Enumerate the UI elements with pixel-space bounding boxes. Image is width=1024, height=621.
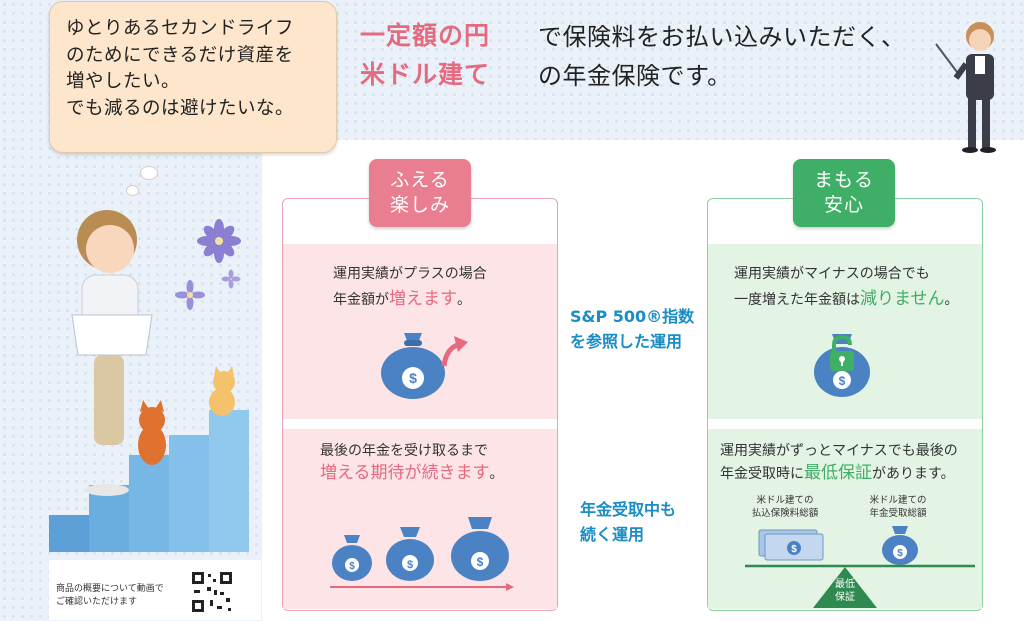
presenter-icon xyxy=(935,22,996,153)
thought-bubble: ゆとりあるセカンドライフ のためにできるだけ資産を 増やしたい。 でも減るのは避… xyxy=(49,1,337,153)
svg-text:$: $ xyxy=(897,548,903,559)
text-fragment: 年金受取時に xyxy=(720,466,804,482)
qr-caption: 商品の概要について動画で ご確認いただけます xyxy=(56,583,164,609)
lock-icon xyxy=(830,334,854,371)
scale-left-line1: 米ドル建ての xyxy=(756,495,814,506)
balance-scale-illustration: $ $ xyxy=(745,526,975,608)
stairs-illustration xyxy=(49,410,249,552)
cat-icon xyxy=(209,366,235,416)
fulcrum-line2: 保証 xyxy=(835,592,855,603)
fulcrum-label: 最低 保証 xyxy=(830,578,860,604)
bubble-line: でも減るのは避けたいな。 xyxy=(66,97,295,119)
increase-tag: ふえる 楽しみ xyxy=(369,159,471,227)
continuing-label-line1: 年金受取中も xyxy=(580,500,677,519)
thought-dot xyxy=(140,166,158,180)
increase-text-line2: 年金額が増えます。 xyxy=(333,288,471,311)
index-label-line2: を参照した運用 xyxy=(570,332,683,351)
headline-pink-line2: 米ドル建て xyxy=(360,60,491,89)
protect-tag-line2: 安心 xyxy=(823,194,864,216)
qr-caption-line2: ご確認いただけます xyxy=(56,597,138,607)
woman-icon xyxy=(71,210,153,496)
continuing-label-line2: 続く運用 xyxy=(580,525,645,544)
up-arrow-icon xyxy=(441,336,468,367)
protect-text-line1: 運用実績がマイナスの場合でも xyxy=(734,266,930,282)
scale-left-line2: 払込保険料総額 xyxy=(751,508,819,519)
flower-icon xyxy=(221,269,241,289)
svg-text:$: $ xyxy=(791,544,797,555)
bubble-line: のためにできるだけ資産を xyxy=(66,44,294,66)
headline-text-line1: で保険料をお払い込みいただく、 xyxy=(538,23,906,51)
increase-text-line1: 運用実績がプラスの場合 xyxy=(333,266,487,282)
headline-text: で保険料をお払い込みいただく、 の年金保険です。 xyxy=(538,18,906,96)
money-bag-icon: $ xyxy=(451,517,509,581)
fulcrum-line1: 最低 xyxy=(835,579,855,590)
emphasis-text: 増える期待が続きます xyxy=(320,463,490,483)
svg-text:$: $ xyxy=(477,555,484,569)
growing-bags-illustration: $ $ $ xyxy=(330,517,514,591)
protect-text-line2: 一度増えた年金額は減りません。 xyxy=(734,288,959,311)
text-fragment: があります。 xyxy=(872,466,955,482)
qr-code-icon[interactable] xyxy=(190,570,234,614)
svg-text:$: $ xyxy=(407,559,413,571)
svg-text:$: $ xyxy=(349,561,355,572)
index-label-line1: S&P 500®指数 xyxy=(570,307,695,326)
text-fragment: 。 xyxy=(489,466,504,482)
increase-tag-line1: ふえる xyxy=(390,169,450,191)
scale-right-label: 米ドル建ての 年金受取総額 xyxy=(858,494,938,520)
continuing-label: 年金受取中も 続く運用 xyxy=(580,497,676,547)
money-bag-icon: $ xyxy=(381,333,445,399)
text-fragment: 一度増えた年金額は xyxy=(734,292,860,308)
emphasis-text: 最低保証 xyxy=(804,463,872,483)
money-bag-icon: $ xyxy=(882,526,918,565)
emphasis-text: 増えます xyxy=(389,289,457,309)
bubble-line: 増やしたい。 xyxy=(66,71,181,92)
protect-panel xyxy=(707,198,983,611)
flower-icon xyxy=(175,280,205,310)
svg-text:$: $ xyxy=(409,370,417,386)
money-bag-icon: $ xyxy=(332,535,372,581)
svg-text:$: $ xyxy=(839,374,846,388)
scale-right-line2: 年金受取総額 xyxy=(869,508,927,519)
qr-caption-line1: 商品の概要について動画で xyxy=(56,584,164,594)
banknotes-icon: $ xyxy=(758,529,824,561)
increase-text-line4: 増える期待が続きます。 xyxy=(320,462,504,485)
headline-text-line2: の年金保険です。 xyxy=(538,62,732,90)
text-fragment: 。 xyxy=(457,292,471,308)
scale-right-line1: 米ドル建ての xyxy=(869,495,927,506)
index-label: S&P 500®指数 を参照した運用 xyxy=(570,304,694,354)
text-fragment: 年金額が xyxy=(333,292,389,308)
flower-icon xyxy=(197,219,241,263)
headline-emphasis: 一定額の円 米ドル建て xyxy=(360,16,490,94)
protect-tag: まもる 安心 xyxy=(793,159,895,227)
emphasis-text: 減りません xyxy=(860,289,945,309)
bubble-line: ゆとりあるセカンドライフ xyxy=(66,18,295,39)
cat-icon xyxy=(138,400,166,465)
increase-tag-line2: 楽しみ xyxy=(389,194,450,216)
text-fragment: 。 xyxy=(944,292,959,308)
protect-text-line3: 運用実績がずっとマイナスでも最後の xyxy=(720,443,958,459)
headline-pink-line1: 一定額の円 xyxy=(360,21,491,50)
protect-text-line4: 年金受取時に最低保証があります。 xyxy=(720,462,955,485)
thought-dot xyxy=(126,185,139,196)
scale-left-label: 米ドル建ての 払込保険料総額 xyxy=(745,494,825,520)
increase-text-line3: 最後の年金を受け取るまで xyxy=(320,443,488,459)
money-bag-icon: $ xyxy=(386,527,434,581)
protect-tag-line1: まもる xyxy=(813,169,874,191)
